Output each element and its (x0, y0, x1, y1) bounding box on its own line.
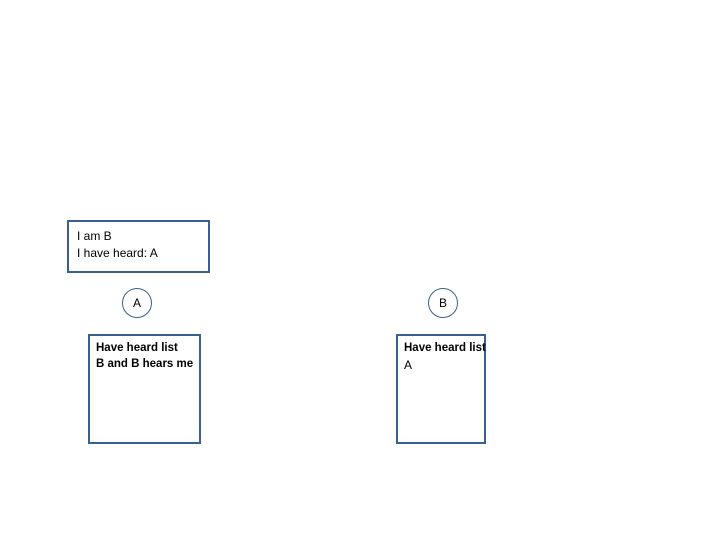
heard-list-b-title: Have heard list (404, 342, 486, 354)
heard-list-box-a: Have heard list B and B hears me (88, 334, 201, 444)
node-b-label: B (438, 296, 447, 310)
message-box-b-line-1: I am B (77, 229, 112, 243)
heard-list-a-item-1: B and B hears me (96, 358, 194, 370)
heard-list-b-item-1: A (404, 358, 413, 372)
heard-list-a-title: Have heard list (96, 342, 178, 354)
node-a-label: A (132, 296, 141, 310)
heard-list-box-b: Have heard list A (396, 334, 486, 444)
node-a: A (122, 288, 152, 318)
message-box-b-line-2: I have heard: A (77, 246, 158, 260)
message-box-b: I am B I have heard: A (67, 220, 210, 273)
node-b: B (428, 288, 458, 318)
